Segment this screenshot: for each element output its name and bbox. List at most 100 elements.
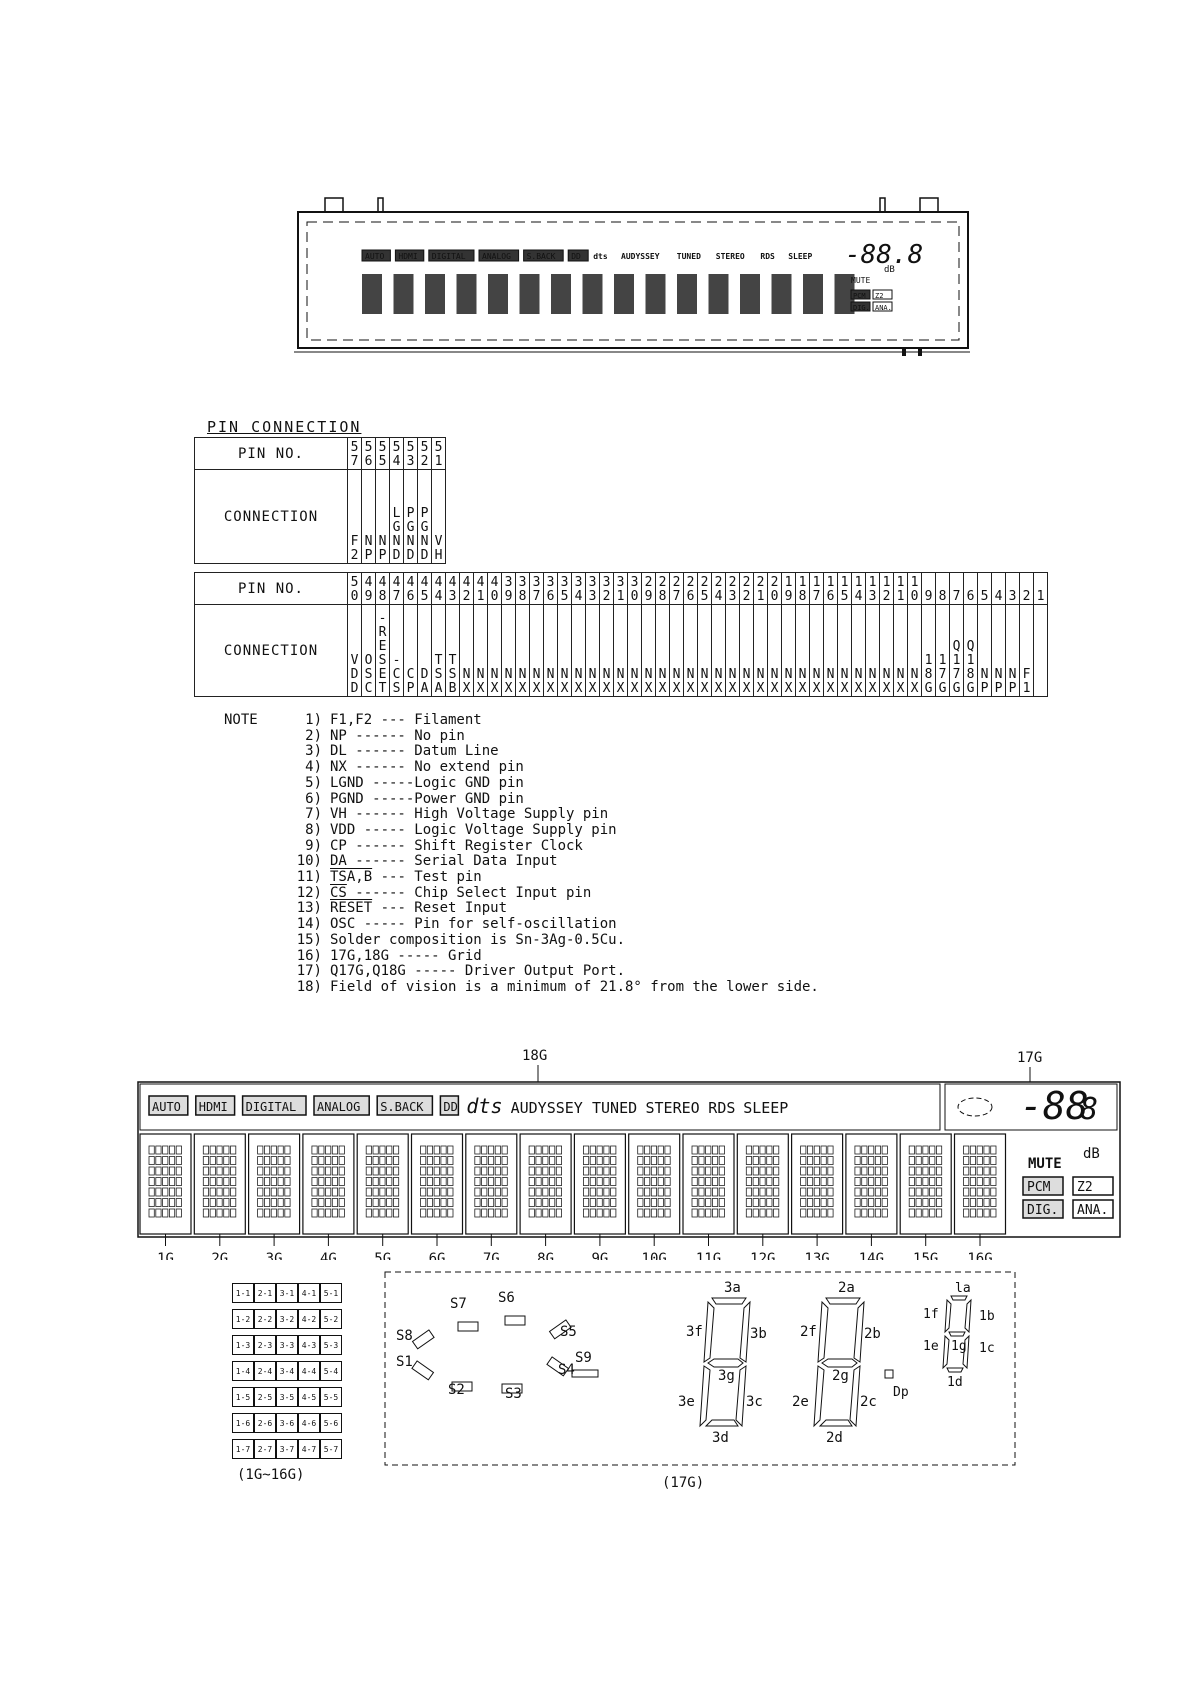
grid-cell-13g [790,1133,844,1235]
dot-map-cell: 3-1 [276,1283,298,1303]
top-indicator-stereo: STEREO [716,252,745,261]
indicator-audyssey: AUDYSSEY [511,1099,583,1117]
svg-text:3g: 3g [718,1368,735,1384]
ring-segment-s6 [504,1315,526,1326]
dot-map-cell: 2-7 [254,1439,276,1459]
svg-text:3a: 3a [724,1280,741,1296]
dot-map-cell: 4-3 [298,1335,320,1355]
ring-segment-s2 [451,1381,473,1392]
db-label: dB [1083,1146,1100,1162]
indicator-box-hdmi [195,1095,236,1116]
note-text: 17G,18G ----- Grid [330,947,482,964]
top-dot-matrix-cell [519,274,540,314]
note-text: CS ------ Chip Select Input pin [330,884,592,901]
top-dot-matrix-cell [803,274,823,314]
note-number: 11) [296,869,322,886]
note-text: LGND -----Logic GND pin [330,774,524,791]
svg-text:1b: 1b [979,1309,995,1324]
top-indicator-sleep: SLEEP [788,252,812,261]
dot-map-cell: 3-5 [276,1387,298,1407]
grid-cell-1g [139,1133,192,1235]
dot-map-cell: 4-5 [298,1387,320,1407]
indicator-rds: RDS [708,1099,735,1117]
note-item: 7)VH ------ High Voltage Supply pin [288,807,819,823]
ring-segment-s4 [546,1356,570,1377]
grid-cell-15g [899,1133,952,1235]
badge-dig: DIG. [1027,1203,1058,1218]
note-number: 16) [296,947,322,964]
pin-number-6: 6 [964,573,978,604]
dot-map-cell: 4-4 [298,1361,320,1381]
dot-map-cell: 1-2 [232,1309,254,1329]
note-text: CP ------ Shift Register Clock [330,837,583,854]
note-number: 9) [305,837,322,854]
top-dot-matrix-cell [645,274,666,314]
mute-label: MUTE [1028,1156,1062,1172]
dot-map-cell: 3-2 [276,1309,298,1329]
indicator-s-back: S.BACK [380,1100,424,1114]
note-item: 15)Solder composition is Sn-3Ag-0.5Cu. [288,932,819,949]
note-item: 6)PGND -----Power GND pin [288,790,819,808]
top-dot-matrix-cell [771,274,792,314]
dot-map-cell: 1-5 [232,1387,254,1407]
badge-pcm: PCM [1027,1180,1051,1195]
ring-label-s8: S8 [396,1328,413,1344]
top-badge-dig: DIG. [853,304,870,312]
svg-text:1g: 1g [951,1339,967,1354]
dot-map-cell: 4-1 [298,1283,320,1303]
grid-cell-12g [736,1133,789,1235]
note-number: 18) [296,978,322,995]
pin-number-2: 2 [1020,573,1034,604]
note-number: 17) [296,963,322,980]
dot-map-cell: 1-6 [232,1413,254,1433]
label-18g: 18G [522,1048,547,1064]
top-dot-matrix-cell [425,274,445,314]
ring-label-s3: S3 [505,1386,522,1402]
note-item: 12)CS ------ Chip Select Input pin [288,884,819,902]
top-indicator-dd: DD [571,252,581,261]
indicator-tuned: TUNED [592,1099,637,1117]
note-number: 8) [305,821,322,838]
dot-map-cell: 2-4 [254,1361,276,1381]
note-number: 5) [305,774,322,791]
dot-map-cell: 2-3 [254,1335,276,1355]
note-text: TSA,B --- Test pin [330,869,482,886]
svg-text:3b: 3b [750,1326,767,1342]
note-number: 10) [296,853,322,870]
svg-text:1c: 1c [979,1341,995,1356]
grid-label-14g: 14G [859,1251,884,1260]
note-number: 6) [305,790,322,807]
note-number: 13) [296,900,322,917]
